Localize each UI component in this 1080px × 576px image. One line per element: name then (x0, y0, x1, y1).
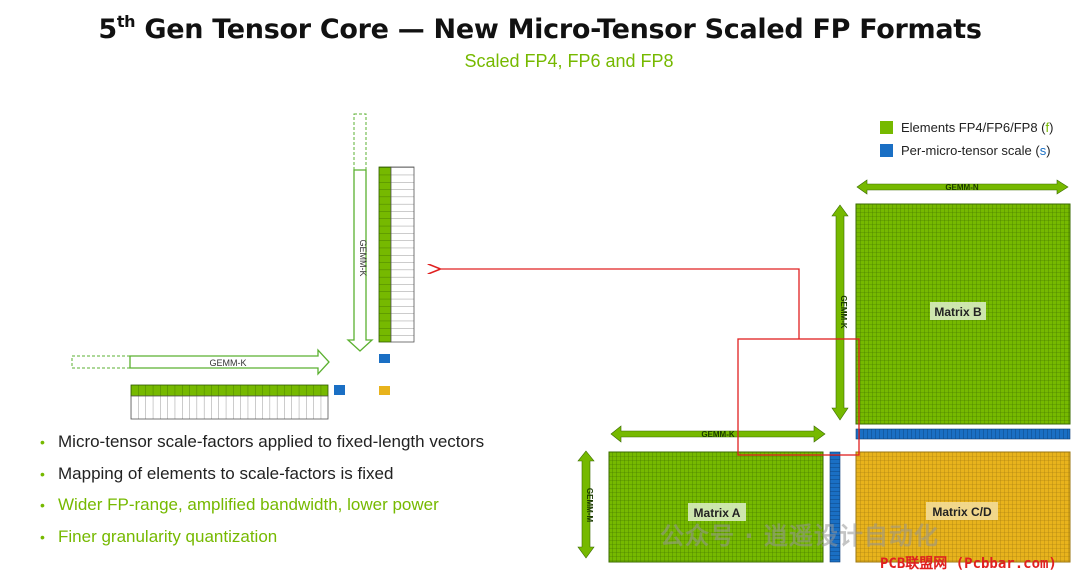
left-vertical-vector: GEMM-K (346, 113, 415, 395)
matrix-a-block: GEMM-K GEMM-M Matrix A (577, 425, 841, 563)
matrix-b-label: Matrix B (934, 305, 982, 319)
gemm-k-right-label: GEMM-K (839, 295, 848, 329)
matrix-cd-block: Matrix C/D (855, 451, 1071, 563)
gemm-m-label: GEMM-M (585, 488, 594, 523)
bullet-dot-icon: • (40, 528, 45, 545)
matrix-b-block: GEMM-N GEMM-K Matrix B (831, 179, 1071, 440)
gemm-n-label: GEMM-N (945, 183, 979, 192)
gemm-k-bottom-label: GEMM-K (701, 430, 735, 439)
scale-square-vertical (379, 354, 390, 363)
page-title: 5th Gen Tensor Core — New Micro-Tensor S… (98, 12, 982, 45)
green-swatch-icon (880, 121, 893, 134)
left-gemm-k-horizontal-label: GEMM-K (210, 358, 247, 368)
blue-swatch-icon (880, 144, 893, 157)
bullet-item: •Wider FP-range, amplified bandwidth, lo… (40, 495, 439, 514)
bullet-item: •Mapping of elements to scale-factors is… (40, 463, 394, 483)
watermark-text: 公众号 · 逍遥设计自动化 (660, 522, 939, 550)
bullet-dot-icon: • (40, 465, 45, 482)
left-gemm-k-vertical-label: GEMM-K (358, 240, 368, 277)
bullet-list: •Micro-tensor scale-factors applied to f… (40, 432, 484, 558)
page-subtitle: Scaled FP4, FP6 and FP8 (464, 51, 674, 71)
legend-item-scale: Per-micro-tensor scale (s) (880, 139, 1053, 162)
highlight-box (737, 338, 860, 456)
accumulator-square (379, 386, 390, 395)
legend-item-elements: Elements FP4/FP6/FP8 (f) (880, 116, 1053, 139)
bullet-dot-icon: • (40, 497, 45, 513)
legend: Elements FP4/FP6/FP8 (f) Per-micro-tenso… (880, 116, 1053, 162)
bullet-item: •Finer granularity quantization (40, 526, 278, 546)
bullet-dot-icon: • (40, 434, 45, 450)
watermark-site: PCB联盟网 (Pcbbar.com) (880, 556, 1057, 572)
scale-square-horizontal (334, 385, 345, 395)
matrix-a-label: Matrix A (694, 506, 741, 520)
highlight-pointer (438, 269, 800, 339)
matrix-cd-label: Matrix C/D (932, 505, 992, 519)
bullet-item: •Micro-tensor scale-factors applied to f… (40, 432, 485, 451)
left-horizontal-vector: GEMM-K (71, 348, 345, 420)
